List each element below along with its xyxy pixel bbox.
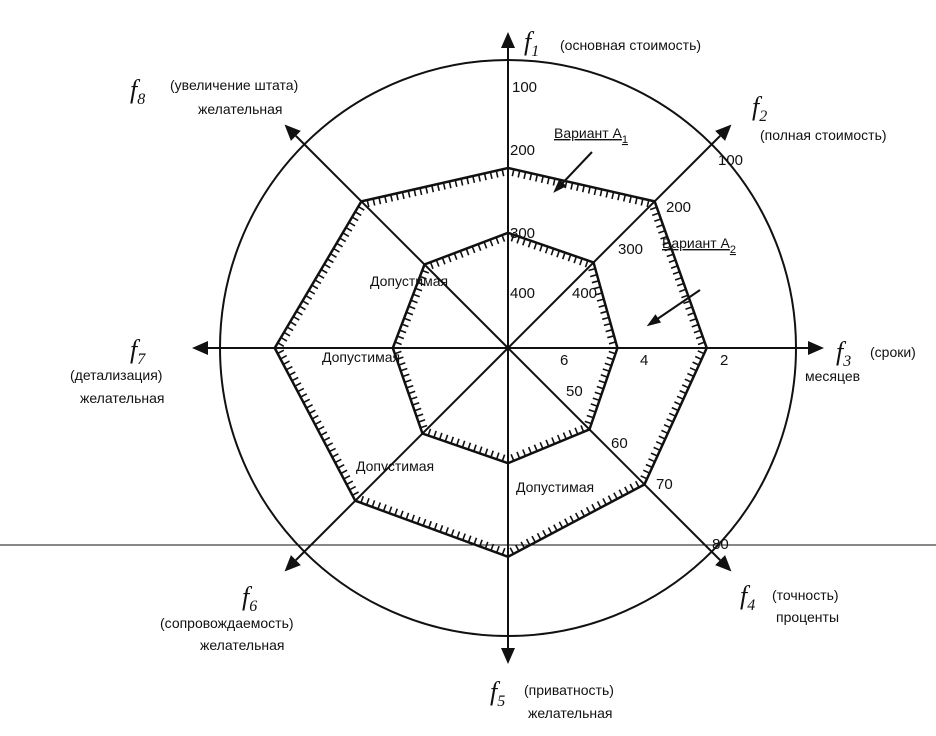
variant-a2-polygon xyxy=(391,231,619,465)
axis-line-f8 xyxy=(295,135,509,349)
axis-arrow-f2 xyxy=(715,124,732,141)
axis-desc-f8-0: (увеличение штата) xyxy=(170,77,298,93)
tick-f3-0: 2 xyxy=(720,352,728,369)
variant-label-a1: Вариант А1 xyxy=(554,125,628,146)
axis-line-f2 xyxy=(507,135,721,349)
tick-f1-3: 400 xyxy=(510,285,535,302)
zone-label-2: Допустимая xyxy=(356,458,434,474)
axis-arrow-f6 xyxy=(284,555,301,572)
axis-desc-f5-0: (приватность) xyxy=(524,682,614,698)
axis-name-f8: f8 xyxy=(130,75,145,108)
axis-arrow-f3 xyxy=(808,341,824,355)
axis-desc-f8-1: желательная xyxy=(198,101,282,117)
variant-a2-polygon-hatching xyxy=(394,234,616,462)
axis-name-f2: f2 xyxy=(752,92,767,125)
tick-f2-3: 400 xyxy=(572,285,597,302)
axis-desc-f2-0: (полная стоимость) xyxy=(760,127,887,143)
axis-arrow-f5 xyxy=(501,648,515,664)
axis-desc-f3-1: месяцев xyxy=(805,368,860,384)
variant-pointer-a2 xyxy=(649,289,701,325)
tick-f4-2: 60 xyxy=(611,435,628,452)
axis-arrow-f7 xyxy=(192,341,208,355)
tick-f2-2: 300 xyxy=(618,241,643,258)
axis-arrow-f8 xyxy=(284,124,301,141)
tick-f3-2: 6 xyxy=(560,352,568,369)
tick-f1-1: 200 xyxy=(510,142,535,159)
axis-name-f1: f1 xyxy=(524,27,539,60)
axis-desc-f7-1: желательная xyxy=(80,390,164,406)
tick-f1-2: 300 xyxy=(510,225,535,242)
axis-desc-f4-1: проценты xyxy=(776,609,839,625)
variant-label-a2: Вариант А2 xyxy=(662,235,736,256)
axis-arrow-f4 xyxy=(715,555,732,572)
zone-label-1: Допустимая xyxy=(322,349,400,365)
axis-desc-f6-0: (сопровождаемость) xyxy=(160,615,294,631)
axis-line-f6 xyxy=(295,347,509,561)
axis-desc-f4-0: (точность) xyxy=(772,587,839,603)
axis-name-f3: f3 xyxy=(836,337,851,370)
variant-a1-polygon xyxy=(273,166,709,559)
axis-desc-f1-0: (основная стоимость) xyxy=(560,37,701,53)
axis-desc-f6-1: желательная xyxy=(200,637,284,653)
tick-f2-1: 200 xyxy=(666,199,691,216)
axis-desc-f7-0: (детализация) xyxy=(70,367,162,383)
axis-name-f6: f6 xyxy=(242,582,257,615)
variant-pointer-head-a2 xyxy=(646,314,662,327)
tick-f2-0: 100 xyxy=(718,152,743,169)
zone-label-3: Допустимая xyxy=(516,479,594,495)
zone-label-0: Допустимая xyxy=(370,273,448,289)
axis-arrow-f1 xyxy=(501,32,515,48)
axis-desc-f3-0: (сроки) xyxy=(870,344,916,360)
axis-desc-f5-1: желательная xyxy=(528,705,612,721)
tick-f3-1: 4 xyxy=(640,352,648,369)
axis-name-f7: f7 xyxy=(130,335,146,368)
tick-f1-0: 100 xyxy=(512,79,537,96)
variant-pointer-head-a1 xyxy=(553,179,567,193)
tick-f4-1: 70 xyxy=(656,476,673,493)
axis-name-f5: f5 xyxy=(490,677,505,710)
tick-f4-0: 80 xyxy=(712,536,729,553)
axis-name-f4: f4 xyxy=(740,581,755,614)
variant-a1-polygon-hatching xyxy=(277,169,705,555)
axis-line-f4 xyxy=(507,347,721,561)
tick-f4-3: 50 xyxy=(566,383,583,400)
